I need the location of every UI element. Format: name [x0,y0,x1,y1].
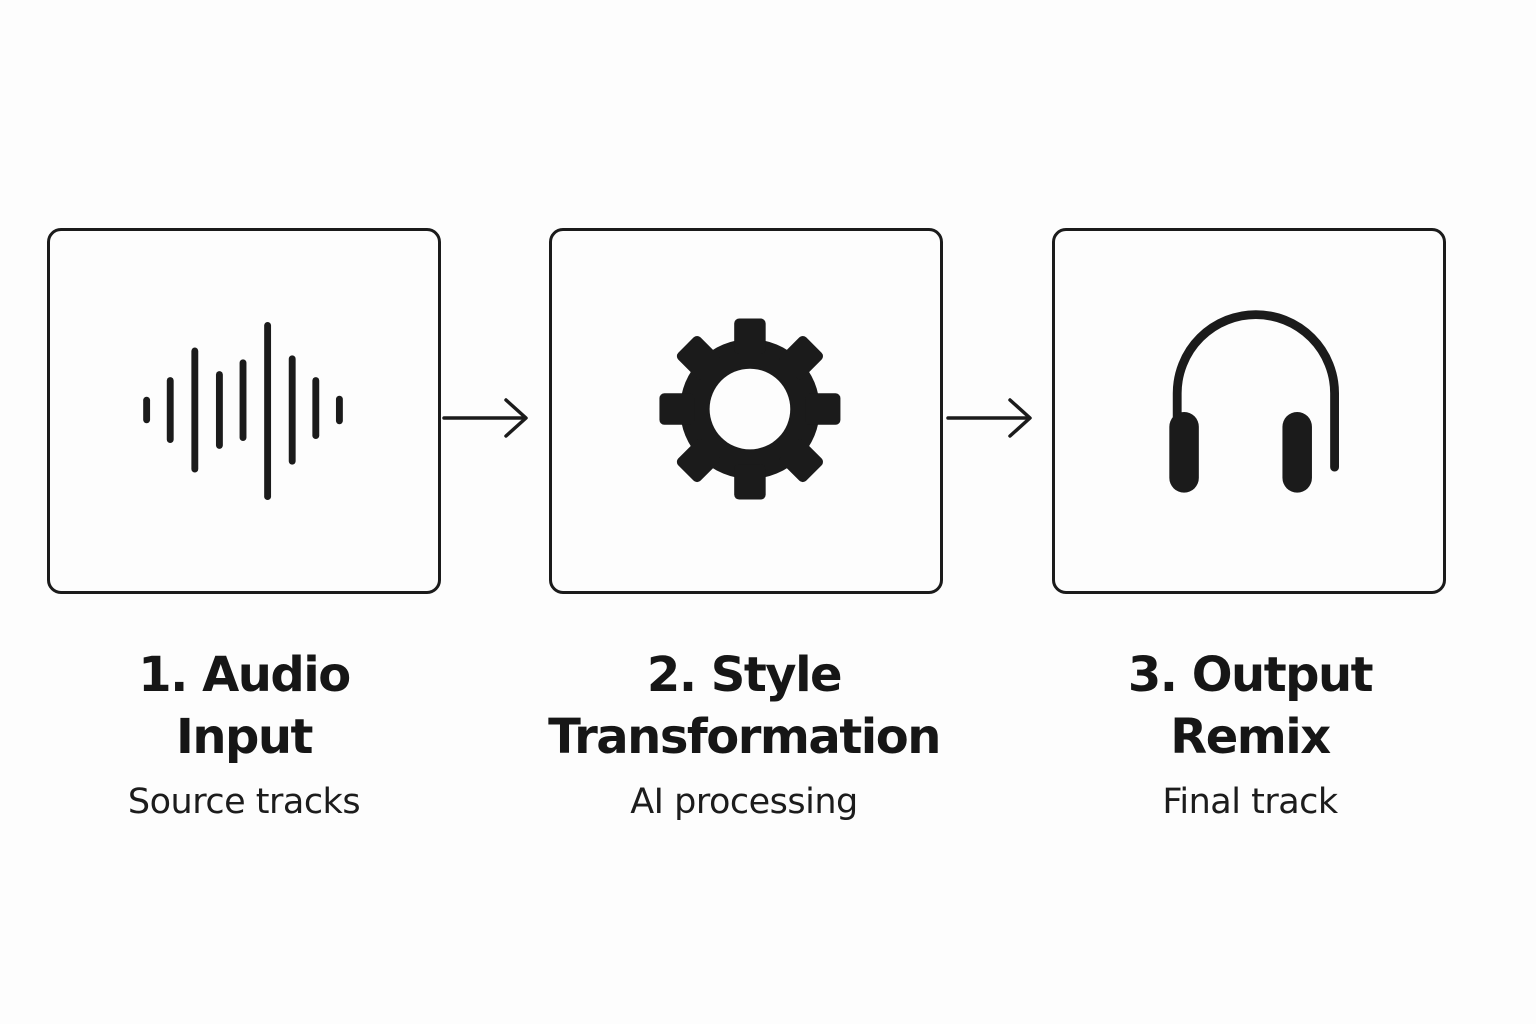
step-1-title-line2: Input [175,709,314,765]
step-1-title-line1: 1. Audio [138,647,351,703]
waveform-icon [143,321,343,501]
step-2-caption: 2. Style Transformation AI processing [504,644,984,824]
step-1-subtitle: Source tracks [127,782,361,822]
gear-icon [659,318,841,500]
arrow-right-icon [946,398,1032,438]
step-3-title-line1: 3. Output [1127,647,1374,703]
step-3-caption: 3. Output Remix Final track [1010,644,1490,824]
arrow-right-icon [442,398,528,438]
headphones-icon [1169,310,1339,493]
step-output-remix-box [1052,228,1446,594]
step-3-title: 3. Output Remix [1010,644,1490,768]
step-2-subtitle: AI processing [630,782,858,822]
step-2-title-line1: 2. Style [646,647,843,703]
step-2-title: 2. Style Transformation [504,644,984,768]
step-3-subtitle: Final track [1162,782,1338,822]
step-style-transformation-box [549,228,943,594]
step-3-title-line2: Remix [1170,709,1331,765]
step-2-title-line2: Transformation [548,709,941,765]
step-1-caption: 1. Audio Input Source tracks [4,644,484,824]
step-audio-input-box [47,228,441,594]
step-1-title: 1. Audio Input [4,644,484,768]
